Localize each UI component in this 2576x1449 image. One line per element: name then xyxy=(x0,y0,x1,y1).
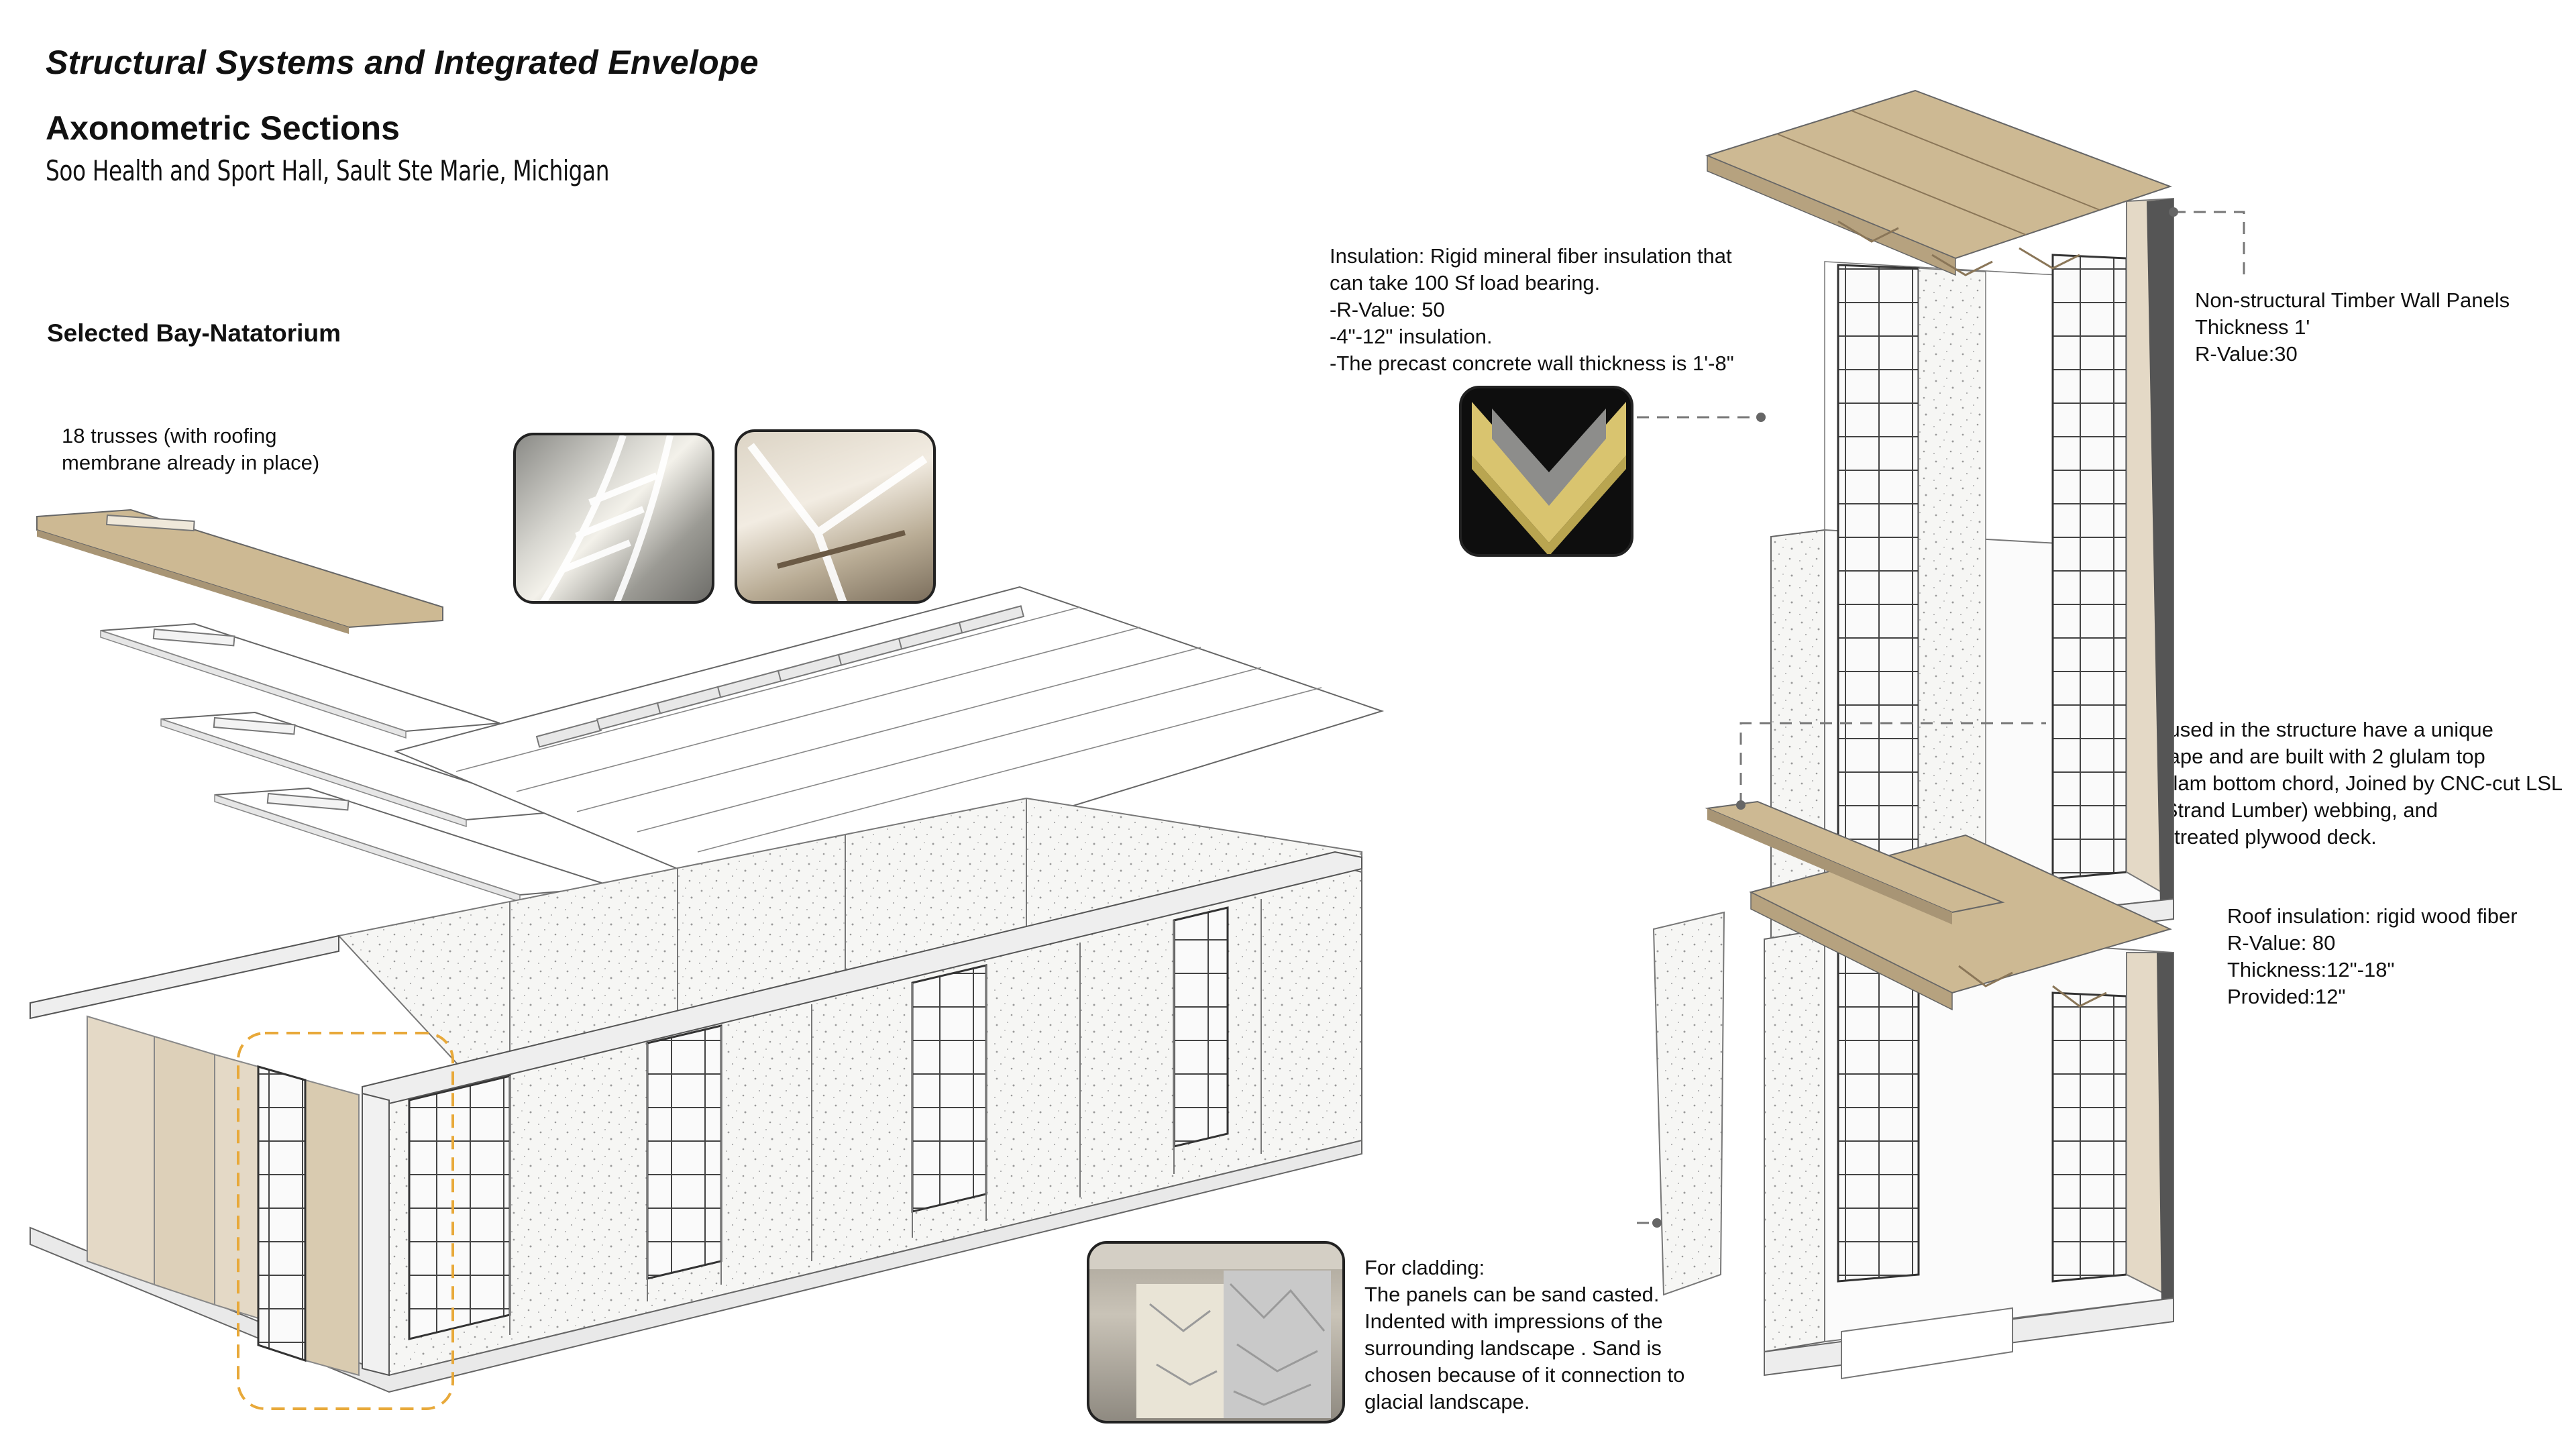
selected-bay-highlight xyxy=(237,1032,454,1410)
cladding-note: For cladding: The panels can be sand cas… xyxy=(1364,1256,1685,1413)
timber-panels-note: Non-structural Timber Wall Panels Thickn… xyxy=(2195,288,2510,366)
natatorium-building xyxy=(30,797,1362,1410)
roof-panel-top xyxy=(36,508,443,629)
truss-photo-1 xyxy=(513,433,714,604)
cladding-sample-photo xyxy=(1087,1241,1345,1424)
exploded-roof-panels xyxy=(36,508,1385,904)
loose-cladding-panel xyxy=(1652,911,1725,1296)
selected-bay-label: Selected Bay-Natatorium xyxy=(47,319,341,347)
roof-deck xyxy=(393,586,1385,904)
insulation-sample-photo xyxy=(1459,386,1633,557)
section-subtitle: Axonometric Sections xyxy=(46,109,400,147)
roof-insulation-note: Roof insulation: rigid wood fiber R-Valu… xyxy=(2227,904,2518,1008)
trusses-count-note: 18 trusses (with roofing membrane alread… xyxy=(62,424,320,474)
project-location: Soo Health and Sport Hall, Sault Ste Mar… xyxy=(46,154,610,187)
roof-panel-2 xyxy=(100,623,500,733)
end-timber-panel-1 xyxy=(87,1015,155,1286)
upper-roof-deck xyxy=(1705,89,2172,260)
bay-section-lower xyxy=(1652,800,2174,1380)
truss-photo-2 xyxy=(735,429,936,604)
wall-insulation-note: Insulation: Rigid mineral fiber insulati… xyxy=(1330,244,1734,375)
page-title: Structural Systems and Integrated Envelo… xyxy=(46,44,759,81)
